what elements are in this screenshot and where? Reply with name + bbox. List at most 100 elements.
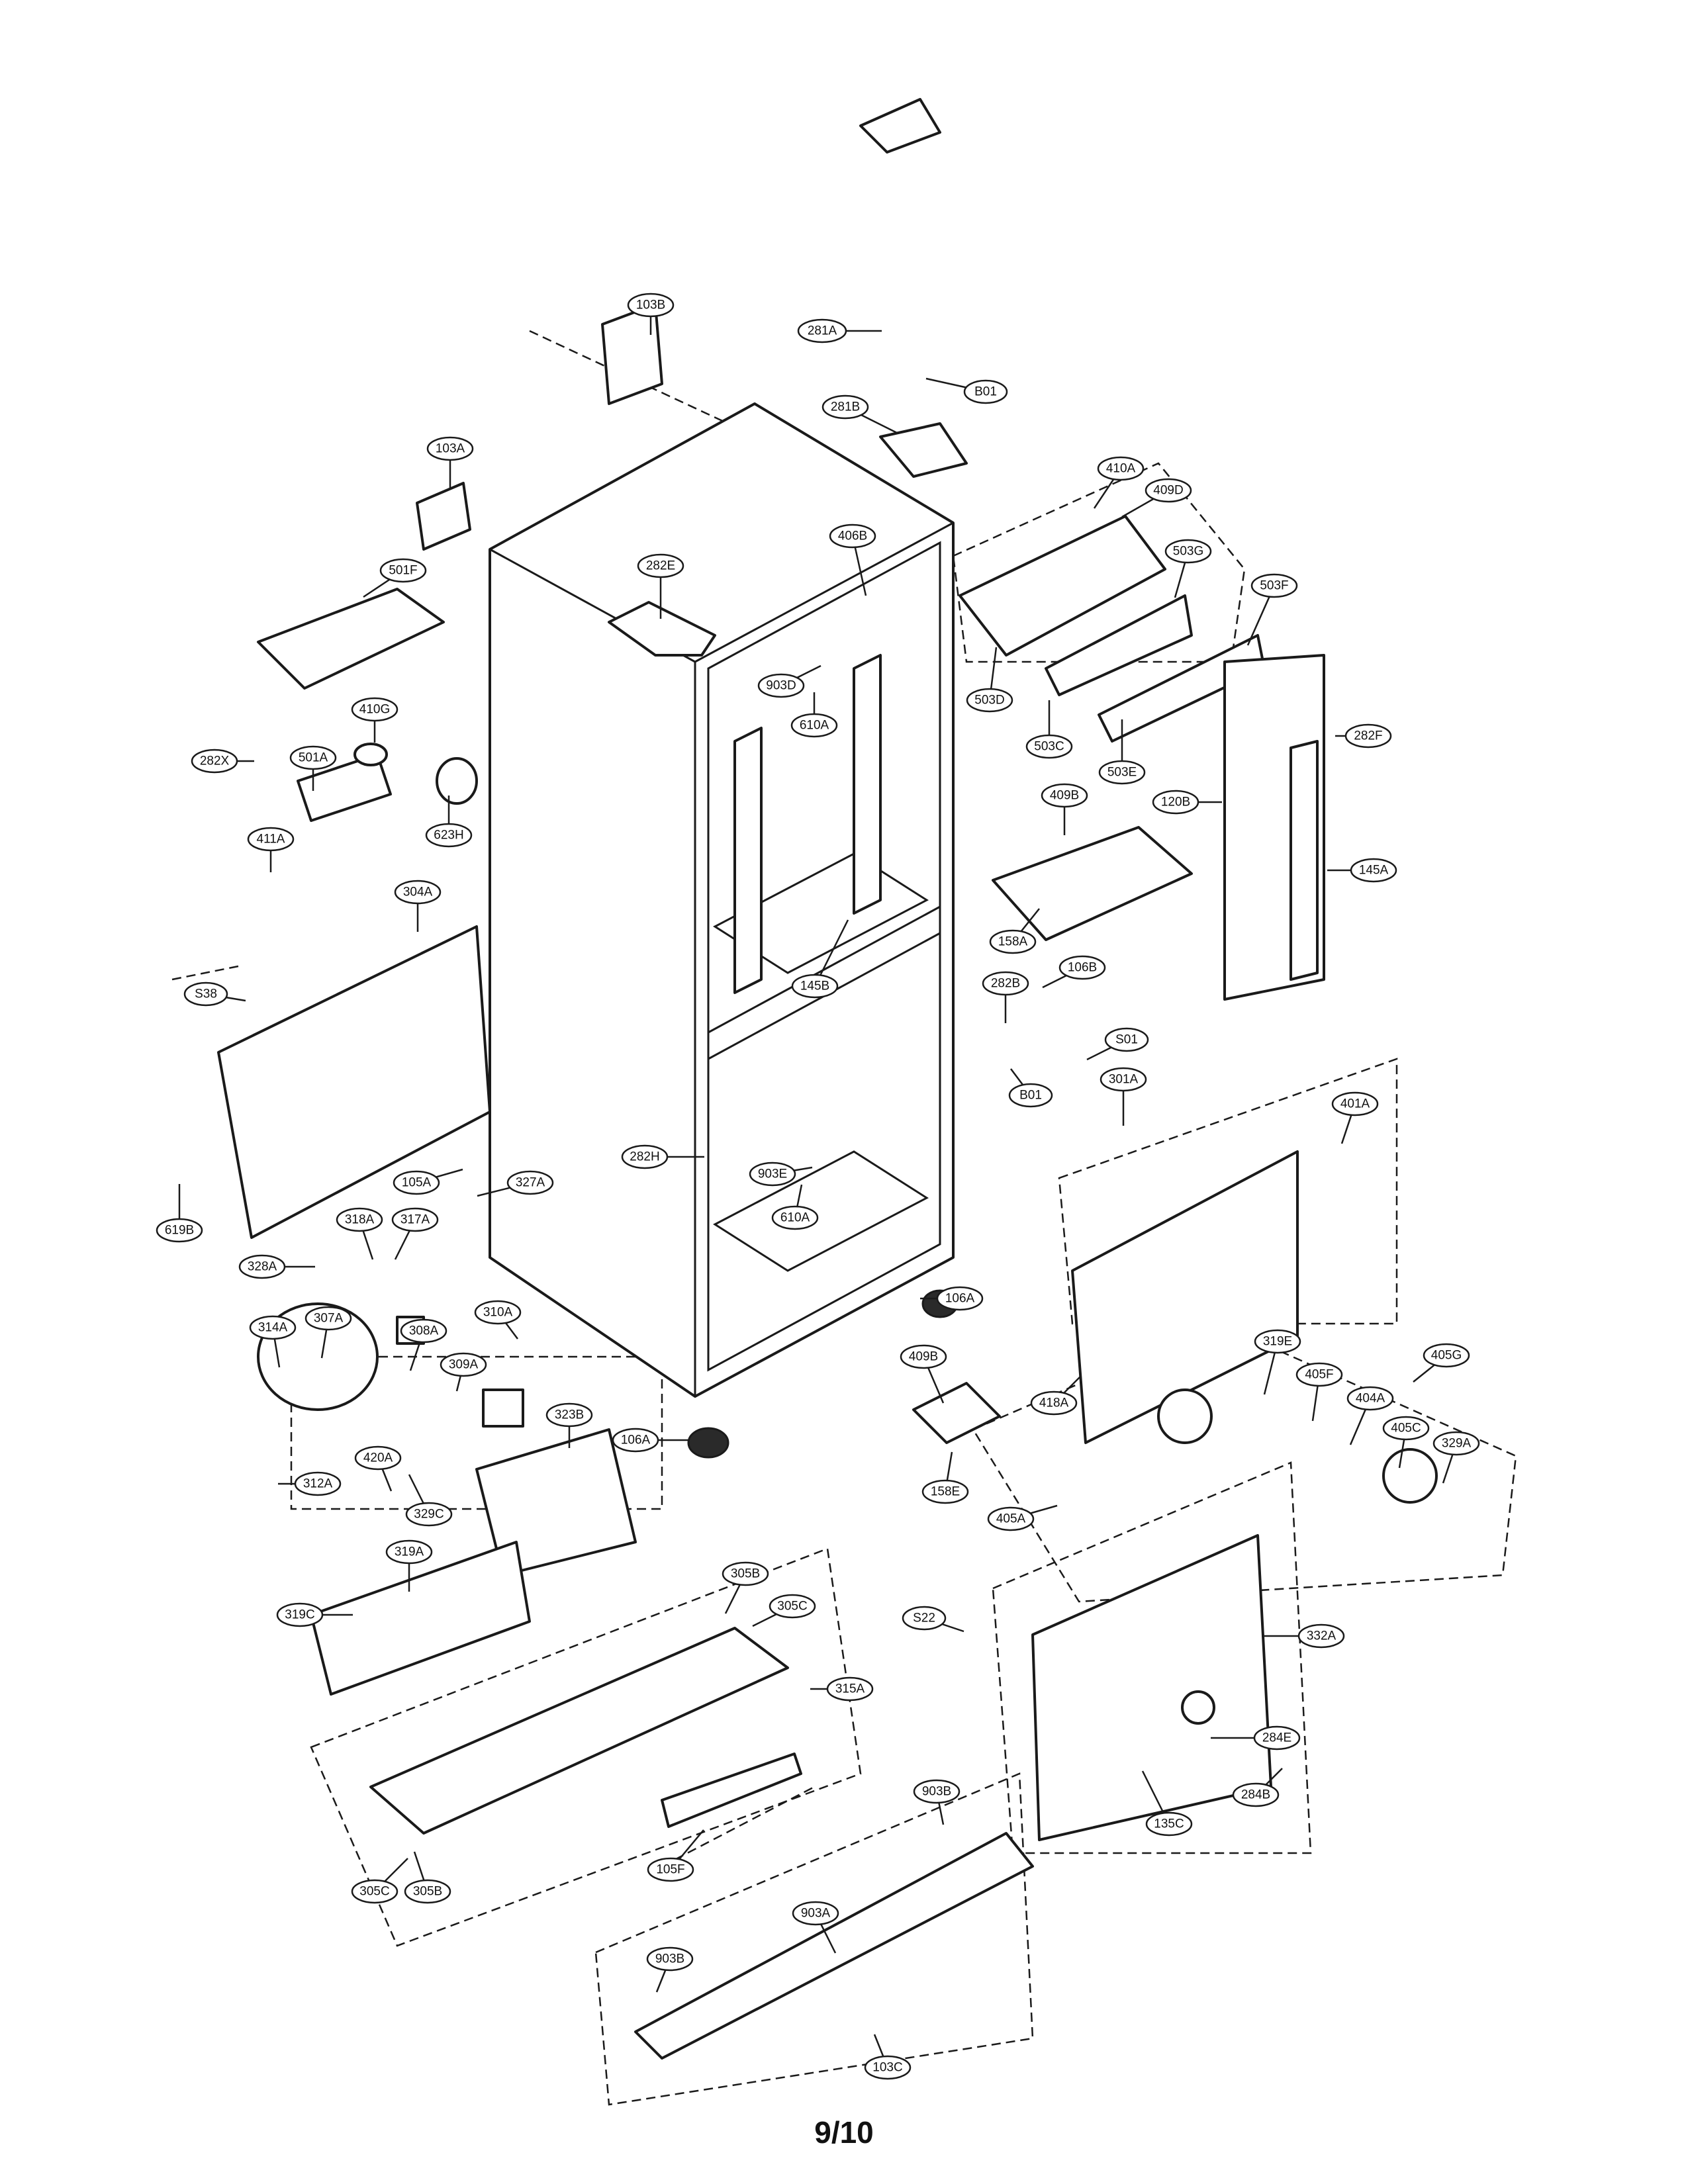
part-callout: 312A (278, 1471, 342, 1496)
part-callout: 120B (1152, 790, 1222, 815)
part-callout: 501A (289, 745, 337, 791)
svg-text:329A: 329A (1442, 1437, 1472, 1451)
part-callout: 318A (336, 1207, 383, 1260)
svg-text:623H: 623H (434, 829, 463, 842)
svg-text:903B: 903B (655, 1952, 684, 1966)
part-callout: 281A (797, 318, 882, 343)
svg-text:S22: S22 (913, 1612, 935, 1625)
svg-text:307A: 307A (314, 1312, 344, 1326)
svg-text:282H: 282H (630, 1150, 659, 1164)
svg-text:610A: 610A (780, 1211, 810, 1225)
part-callout: 503F (1246, 573, 1298, 646)
svg-text:503E: 503E (1107, 766, 1137, 780)
part-callout: 105F (647, 1829, 704, 1882)
svg-text:319A: 319A (395, 1545, 424, 1559)
part-callout: 314A (249, 1315, 297, 1368)
svg-text:410A: 410A (1106, 462, 1136, 476)
part-callout: 103B (627, 293, 675, 335)
svg-text:B01: B01 (1019, 1089, 1042, 1103)
part-callout: 329C (405, 1474, 453, 1527)
part-callout: 301A (1100, 1067, 1147, 1126)
svg-text:327A: 327A (516, 1176, 545, 1190)
part-callout: 903D (757, 664, 821, 698)
page-number: 9/10 (814, 2115, 874, 2150)
svg-text:328A: 328A (248, 1260, 277, 1274)
part-callout: 305B (722, 1561, 769, 1614)
svg-text:145B: 145B (800, 979, 829, 993)
svg-text:282F: 282F (1354, 729, 1382, 743)
svg-text:120B: 120B (1161, 796, 1190, 809)
part-callout: 323B (545, 1402, 593, 1448)
part-callout: 145B (791, 919, 849, 999)
part-callout: 501F (363, 558, 427, 598)
part-callout: 284E (1211, 1725, 1301, 1751)
part-callout: 105A (393, 1168, 463, 1195)
part-callout: 103A (426, 436, 474, 488)
part-callout: 401A (1331, 1091, 1379, 1144)
svg-text:282X: 282X (200, 754, 230, 768)
part-callout: 610A (771, 1184, 819, 1230)
part-callout: 623H (425, 796, 473, 848)
svg-text:282E: 282E (646, 559, 675, 573)
part-callout: 409B (1041, 783, 1088, 835)
part-callout: 106B (1042, 955, 1106, 989)
svg-text:312A: 312A (303, 1477, 333, 1491)
part-callout: 315A (810, 1676, 874, 1702)
part-callout: 405F (1295, 1362, 1343, 1422)
part-callout: 406B (829, 523, 876, 596)
svg-text:405C: 405C (1391, 1422, 1421, 1435)
part-callout: 503G (1164, 539, 1212, 598)
svg-text:305C: 305C (777, 1600, 807, 1614)
part-callout: 282E (637, 553, 684, 619)
component-parts (217, 98, 1438, 2060)
svg-text:305B: 305B (731, 1567, 760, 1581)
svg-text:332A: 332A (1307, 1629, 1336, 1643)
part-callout: 418A (1030, 1376, 1081, 1416)
part-callout: 304A (394, 880, 442, 932)
svg-text:S38: S38 (195, 987, 217, 1001)
part-callout: 410G (351, 697, 399, 743)
svg-text:503D: 503D (974, 694, 1004, 707)
part-callout: 308A (400, 1318, 447, 1371)
svg-text:903D: 903D (766, 679, 796, 693)
part-callout: 317A (391, 1207, 439, 1260)
part-callout: 327A (477, 1170, 554, 1197)
svg-text:903B: 903B (922, 1785, 951, 1799)
part-callout: 282F (1335, 723, 1392, 749)
part-callout: S38 (183, 981, 246, 1007)
svg-text:903E: 903E (758, 1167, 787, 1181)
svg-text:409D: 409D (1153, 484, 1183, 498)
svg-text:503F: 503F (1260, 579, 1288, 593)
part-callout: 411A (247, 827, 295, 872)
part-callout: 282B (982, 971, 1029, 1023)
part-callout: 158E (921, 1451, 969, 1504)
svg-text:315A: 315A (835, 1682, 865, 1696)
svg-text:105F: 105F (656, 1863, 684, 1877)
svg-text:103C: 103C (872, 2061, 902, 2075)
part-callout: 319E (1254, 1329, 1301, 1395)
part-callout: 305C (752, 1594, 816, 1627)
part-callout: 329A (1432, 1431, 1480, 1484)
svg-text:301A: 301A (1109, 1073, 1139, 1087)
part-callout: 503D (966, 647, 1013, 713)
svg-text:409B: 409B (909, 1350, 938, 1364)
svg-text:323B: 323B (555, 1408, 584, 1422)
svg-text:309A: 309A (449, 1358, 479, 1372)
part-callout: 307A (305, 1306, 352, 1359)
part-callout: 409D (1121, 478, 1192, 518)
svg-text:284B: 284B (1241, 1788, 1270, 1802)
svg-text:B01: B01 (974, 385, 997, 399)
svg-text:103B: 103B (636, 298, 665, 312)
svg-text:318A: 318A (345, 1213, 375, 1227)
svg-text:282B: 282B (991, 977, 1020, 991)
svg-text:405G: 405G (1431, 1349, 1462, 1363)
part-callout: 409B (900, 1344, 947, 1404)
svg-text:305B: 305B (413, 1885, 442, 1899)
svg-text:308A: 308A (409, 1324, 439, 1338)
part-callout: 410A (1093, 456, 1145, 509)
part-callout: 103C (864, 2034, 912, 2080)
svg-text:145A: 145A (1359, 864, 1389, 878)
part-callout: 903B (913, 1779, 961, 1825)
